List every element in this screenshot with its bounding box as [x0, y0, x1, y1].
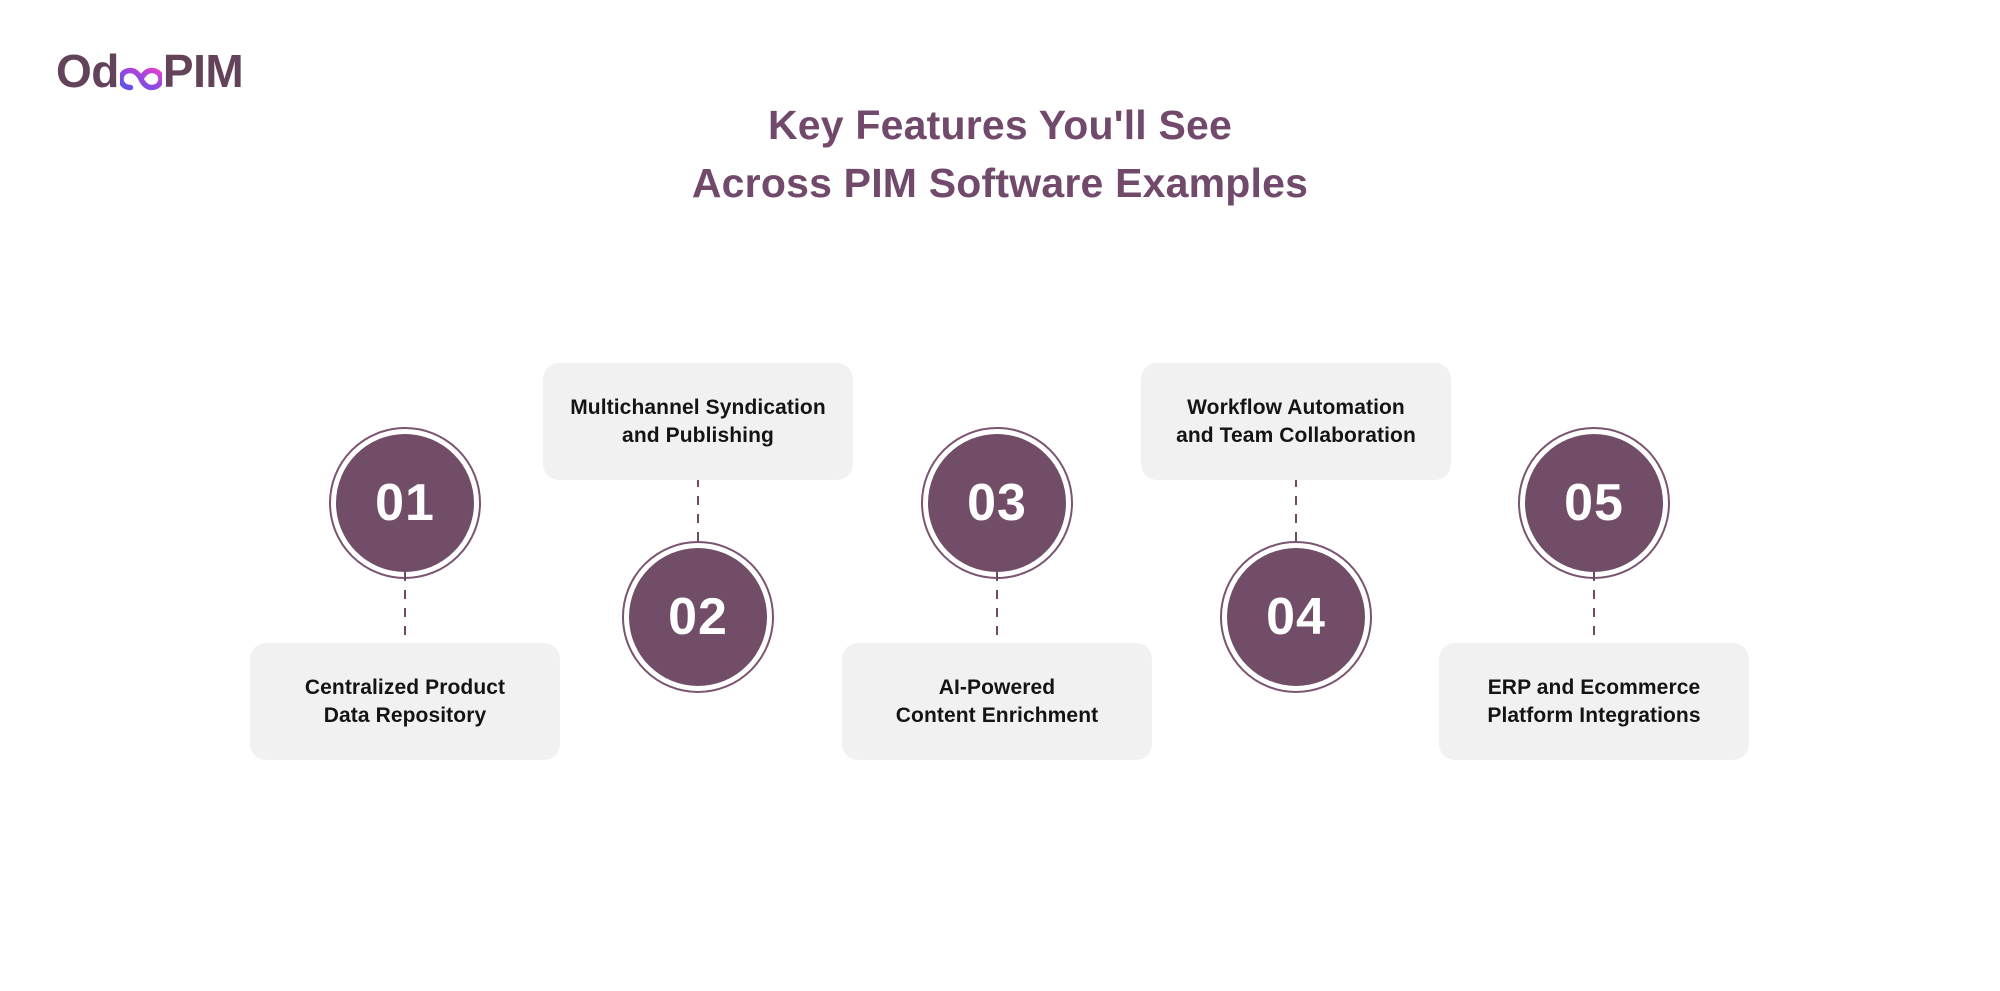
timeline-step-02: 02 Multichannel Syndication and Publishi…: [518, 0, 878, 991]
logo-text-od: Od: [56, 45, 119, 97]
step-badge-fill-03: 03: [928, 434, 1066, 572]
step-card-line1-05: ERP and Ecommerce: [1487, 675, 1701, 699]
step-badge-fill-04: 04: [1227, 548, 1365, 686]
step-connector-03: [996, 572, 998, 648]
step-number-03: 03: [967, 474, 1027, 532]
step-card-text-01: Centralized Product Data Repository: [305, 674, 505, 730]
brand-logo[interactable]: Od PIM: [56, 45, 244, 97]
timeline-step-05: 05 ERP and Ecommerce Platform Integratio…: [1414, 0, 1774, 991]
step-badge-01[interactable]: 01: [329, 427, 481, 579]
step-card-line1-03: AI-Powered: [938, 675, 1056, 699]
step-number-02: 02: [668, 588, 728, 646]
page-title-line-2: Across PIM Software Examples: [691, 160, 1309, 207]
step-card-line1-01: Centralized Product: [304, 675, 506, 699]
step-connector-05: [1593, 572, 1595, 648]
step-card-03[interactable]: AI-Powered Content Enrichment: [842, 643, 1152, 760]
step-card-01[interactable]: Centralized Product Data Repository: [250, 643, 560, 760]
step-card-text-02: Multichannel Syndication and Publishing: [570, 394, 826, 450]
step-card-04[interactable]: Workflow Automation and Team Collaborati…: [1141, 363, 1451, 480]
step-badge-03[interactable]: 03: [921, 427, 1073, 579]
step-number-05: 05: [1564, 474, 1624, 532]
page-title: Key Features You'll See Across PIM Softw…: [0, 96, 2000, 212]
step-card-line1-02: Multichannel Syndication: [570, 395, 826, 419]
step-card-02[interactable]: Multichannel Syndication and Publishing: [543, 363, 853, 480]
step-badge-05[interactable]: 05: [1518, 427, 1670, 579]
step-badge-fill-05: 05: [1525, 434, 1663, 572]
timeline-step-01: 01 Centralized Product Data Repository: [225, 0, 585, 991]
step-card-05[interactable]: ERP and Ecommerce Platform Integrations: [1439, 643, 1749, 760]
timeline-step-03: 03 AI-Powered Content Enrichment: [817, 0, 1177, 991]
step-card-line2-02: and Publishing: [622, 423, 774, 447]
infinity-icon: [118, 57, 164, 91]
timeline-step-04: 04 Workflow Automation and Team Collabor…: [1116, 0, 1476, 991]
step-card-text-03: AI-Powered Content Enrichment: [896, 674, 1098, 730]
step-connector-04: [1295, 478, 1297, 548]
step-badge-04[interactable]: 04: [1220, 541, 1372, 693]
step-badge-fill-02: 02: [629, 548, 767, 686]
logo-text-pim: PIM: [162, 45, 244, 97]
step-connector-02: [697, 478, 699, 548]
page-title-line-1: Key Features You'll See: [767, 102, 1233, 148]
step-card-line2-03: Content Enrichment: [895, 703, 1099, 727]
step-badge-02[interactable]: 02: [622, 541, 774, 693]
step-connector-01: [404, 572, 406, 648]
step-card-line2-01: Data Repository: [323, 703, 487, 727]
step-number-01: 01: [375, 474, 435, 532]
step-badge-fill-01: 01: [336, 434, 474, 572]
step-card-line2-04: and Team Collaboration: [1176, 423, 1416, 447]
step-card-line1-04: Workflow Automation: [1187, 395, 1405, 419]
step-card-line2-05: Platform Integrations: [1487, 703, 1701, 727]
step-card-text-05: ERP and Ecommerce Platform Integrations: [1487, 674, 1700, 730]
step-number-04: 04: [1266, 588, 1326, 646]
step-card-text-04: Workflow Automation and Team Collaborati…: [1176, 394, 1416, 450]
